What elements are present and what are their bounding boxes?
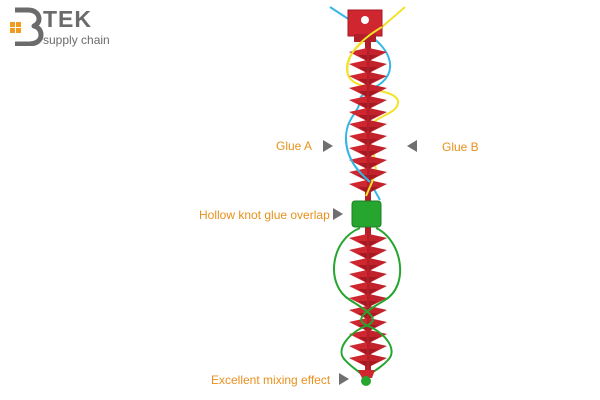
pointer-triangle-right-icon [339,373,349,385]
label-hollow-knot-overlap: Hollow knot glue overlap [199,208,330,222]
label-glue-a: Glue A [276,139,313,153]
logo-brand-text: TEK [43,6,92,32]
glue-b-strand-front [346,26,383,197]
mixed-glue-droplet [361,376,371,386]
logo-tagline: supply chain [43,33,110,47]
glue-a-strand-front [345,139,371,183]
btek-logo: TEK supply chain [6,6,146,50]
pointer-triangle-right-icon [323,140,333,152]
mixer-top-coupling [347,9,383,42]
mixed-glue-strand-left [333,227,374,379]
mixer-outlet-tip [358,370,375,378]
hollow-knot-overlap-block [351,200,382,228]
logo-b-icon [10,7,44,46]
pointer-triangle-left-icon [407,140,417,152]
pointer-triangle-right-icon [333,208,343,220]
label-mixing-effect: Excellent mixing effect [211,373,331,387]
mixed-glue-strand-right [360,227,402,379]
label-glue-b: Glue B [442,140,479,154]
